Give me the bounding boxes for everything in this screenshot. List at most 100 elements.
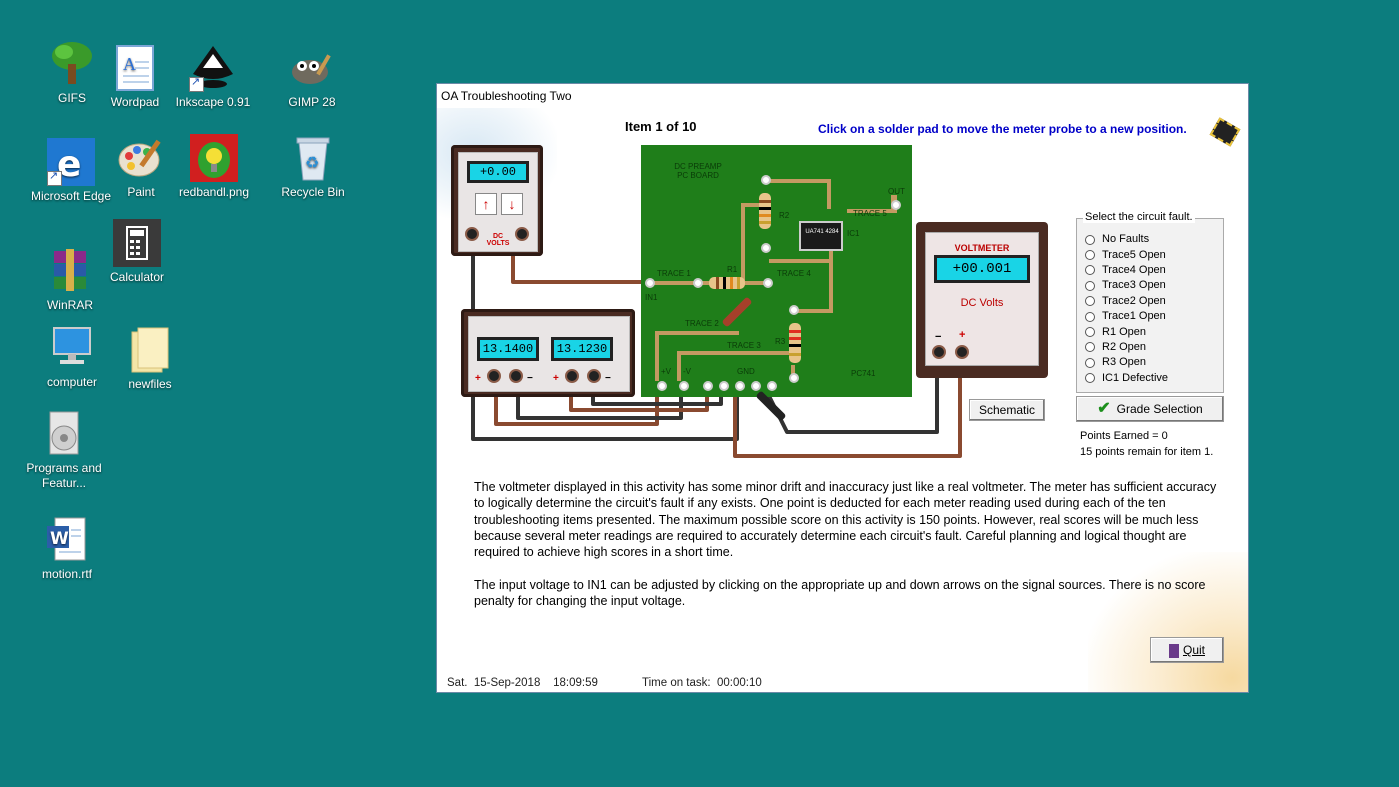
solder-pad-r3-bottom[interactable] xyxy=(789,373,799,383)
fault-option-trace3-open[interactable]: Trace3 Open xyxy=(1085,278,1168,293)
desktop-icon-label: motion.rtf xyxy=(41,567,92,581)
trace-2 xyxy=(655,331,739,335)
desktop-icon-paint[interactable]: Paint xyxy=(99,134,183,200)
fault-option-trace2-open[interactable]: Trace2 Open xyxy=(1085,294,1168,309)
item-counter: Item 1 of 10 xyxy=(625,119,697,134)
description-paragraph-2: The input voltage to IN1 can be adjusted… xyxy=(474,578,1206,609)
voltmeter-mode: DC Volts xyxy=(960,297,1004,309)
radio-button[interactable] xyxy=(1085,373,1095,384)
desktop-icon-inkscape[interactable]: Inkscape 0.91 xyxy=(171,44,255,110)
fault-option-r3-open[interactable]: R3 Open xyxy=(1085,355,1168,370)
solder-pad-gnd-5[interactable] xyxy=(767,381,777,391)
solder-pad-r3-top[interactable] xyxy=(789,305,799,315)
radio-button[interactable] xyxy=(1085,250,1095,261)
solder-pad-in1[interactable] xyxy=(645,278,655,288)
voltage-down-button[interactable]: ↓ xyxy=(501,193,523,215)
desktop-icon-motion-rtf[interactable]: W motion.rtf xyxy=(25,516,109,582)
fault-option-trace5-open[interactable]: Trace5 Open xyxy=(1085,247,1168,262)
recycle-bin-icon: ♻ xyxy=(289,134,337,182)
word-document-icon: W xyxy=(43,516,91,564)
radio-button[interactable] xyxy=(1085,234,1095,245)
fault-option-trace1-open[interactable]: Trace1 Open xyxy=(1085,309,1168,324)
voltmeter-positive-jack[interactable] xyxy=(955,345,969,359)
voltmeter-negative-jack[interactable] xyxy=(932,345,946,359)
desktop-icon-newfiles[interactable]: newfiles xyxy=(108,326,192,392)
solder-pad-gnd-3[interactable] xyxy=(735,381,745,391)
signal-source-label: DC VOLTS xyxy=(486,233,510,247)
fault-option-r1-open[interactable]: R1 Open xyxy=(1085,324,1168,339)
fault-option-r2-open[interactable]: R2 Open xyxy=(1085,340,1168,355)
radio-button[interactable] xyxy=(1085,265,1095,276)
desktop-icon-label: Programs and Featur... xyxy=(26,461,102,490)
radio-button[interactable] xyxy=(1085,280,1095,291)
schematic-button[interactable]: Schematic xyxy=(969,399,1045,421)
desktop-icon-winrar[interactable]: WinRAR xyxy=(28,247,112,313)
solder-pad-r2-top[interactable] xyxy=(761,175,771,185)
voltmeter-minus-label: − xyxy=(935,331,942,343)
solder-pad-gnd-1[interactable] xyxy=(703,381,713,391)
voltmeter-title: VOLTMETER xyxy=(954,243,1010,253)
desktop-icon-label: Inkscape 0.91 xyxy=(175,95,251,109)
instruction-hint: Click on a solder pad to move the meter … xyxy=(818,122,1187,136)
desktop-icon-computer[interactable]: computer xyxy=(30,324,114,390)
signal-source-display: +0.00 xyxy=(467,161,529,183)
quit-button[interactable]: Quit xyxy=(1150,637,1224,663)
model-label: PC741 xyxy=(851,369,876,378)
supply-2-positive-jack[interactable] xyxy=(565,369,579,383)
solder-pad-out[interactable] xyxy=(891,200,901,210)
desktop-icon-gimp[interactable]: GIMP 28 xyxy=(270,44,354,110)
fault-option-no-faults[interactable]: No Faults xyxy=(1085,232,1168,247)
vminus-label: -V xyxy=(683,367,691,376)
solder-pad-gnd-4[interactable] xyxy=(751,381,761,391)
solder-pad-r1-right[interactable] xyxy=(763,278,773,288)
radio-button[interactable] xyxy=(1085,327,1095,338)
folder-icon xyxy=(126,326,174,374)
supply-2-negative-jack[interactable] xyxy=(587,369,601,383)
gimp-icon xyxy=(288,44,336,92)
solder-pad-vminus[interactable] xyxy=(679,381,689,391)
solder-pad-vplus[interactable] xyxy=(657,381,667,391)
trace4-label: TRACE 4 xyxy=(777,269,811,278)
desktop-icon-label: computer xyxy=(46,375,98,389)
signal-source-ground-jack[interactable] xyxy=(465,227,479,241)
sunset-decoration xyxy=(1088,552,1248,692)
inkscape-icon xyxy=(189,44,237,92)
signal-source: +0.00 ↑ ↓ DC VOLTS xyxy=(451,145,543,256)
fault-option-trace4-open[interactable]: Trace4 Open xyxy=(1085,263,1168,278)
status-date: Sat. 15-Sep-2018 18:09:59 xyxy=(447,677,598,689)
paint-icon xyxy=(117,134,165,182)
solder-pad-gnd-2[interactable] xyxy=(719,381,729,391)
gnd-label: GND xyxy=(737,367,755,376)
minus-label: − xyxy=(605,373,611,384)
radio-button[interactable] xyxy=(1085,357,1095,368)
fault-option-ic1-defective[interactable]: IC1 Defective xyxy=(1085,371,1168,386)
supply-1-negative-jack[interactable] xyxy=(509,369,523,383)
power-supply-panel: 13.1400 13.1230 + − + − xyxy=(468,316,630,392)
radio-button[interactable] xyxy=(1085,296,1095,307)
calculator-icon xyxy=(113,219,161,267)
desktop-icon-wordpad[interactable]: A Wordpad xyxy=(93,44,177,110)
out-label: OUT xyxy=(888,187,905,196)
app-window: OA Troubleshooting Two Item 1 of 10 Clic… xyxy=(436,83,1249,693)
voltmeter: VOLTMETER +00.001 DC Volts − + xyxy=(916,222,1048,378)
signal-source-output-jack[interactable] xyxy=(515,227,529,241)
grade-selection-button[interactable]: ✔Grade Selection xyxy=(1076,396,1224,422)
desktop-icon-calculator[interactable]: Calculator xyxy=(95,219,179,285)
solder-pad-r2-bottom[interactable] xyxy=(761,243,771,253)
edge-icon: e xyxy=(47,138,95,186)
voltage-up-button[interactable]: ↑ xyxy=(475,193,497,215)
ic1-chip: UA741 4284 xyxy=(799,221,843,251)
radio-button[interactable] xyxy=(1085,342,1095,353)
desktop-icon-redbandl[interactable]: redbandl.png xyxy=(172,134,256,200)
desktop-icon-label: Recycle Bin xyxy=(281,185,345,199)
supply-1-positive-jack[interactable] xyxy=(487,369,501,383)
desktop-icon-edge[interactable]: e Microsoft Edge xyxy=(29,138,113,204)
trace-3-left xyxy=(677,351,681,381)
desktop-icon-gifs[interactable]: GIFS xyxy=(30,40,114,106)
radio-button[interactable] xyxy=(1085,311,1095,322)
desktop-icon-recycle-bin[interactable]: ♻ Recycle Bin xyxy=(271,134,355,200)
desktop-icon-programs-features[interactable]: Programs and Featur... xyxy=(22,410,106,491)
description-paragraph-1: The voltmeter displayed in this activity… xyxy=(474,480,1217,560)
solder-pad-r1-left[interactable] xyxy=(693,278,703,288)
voltmeter-plus-label: + xyxy=(959,329,966,341)
